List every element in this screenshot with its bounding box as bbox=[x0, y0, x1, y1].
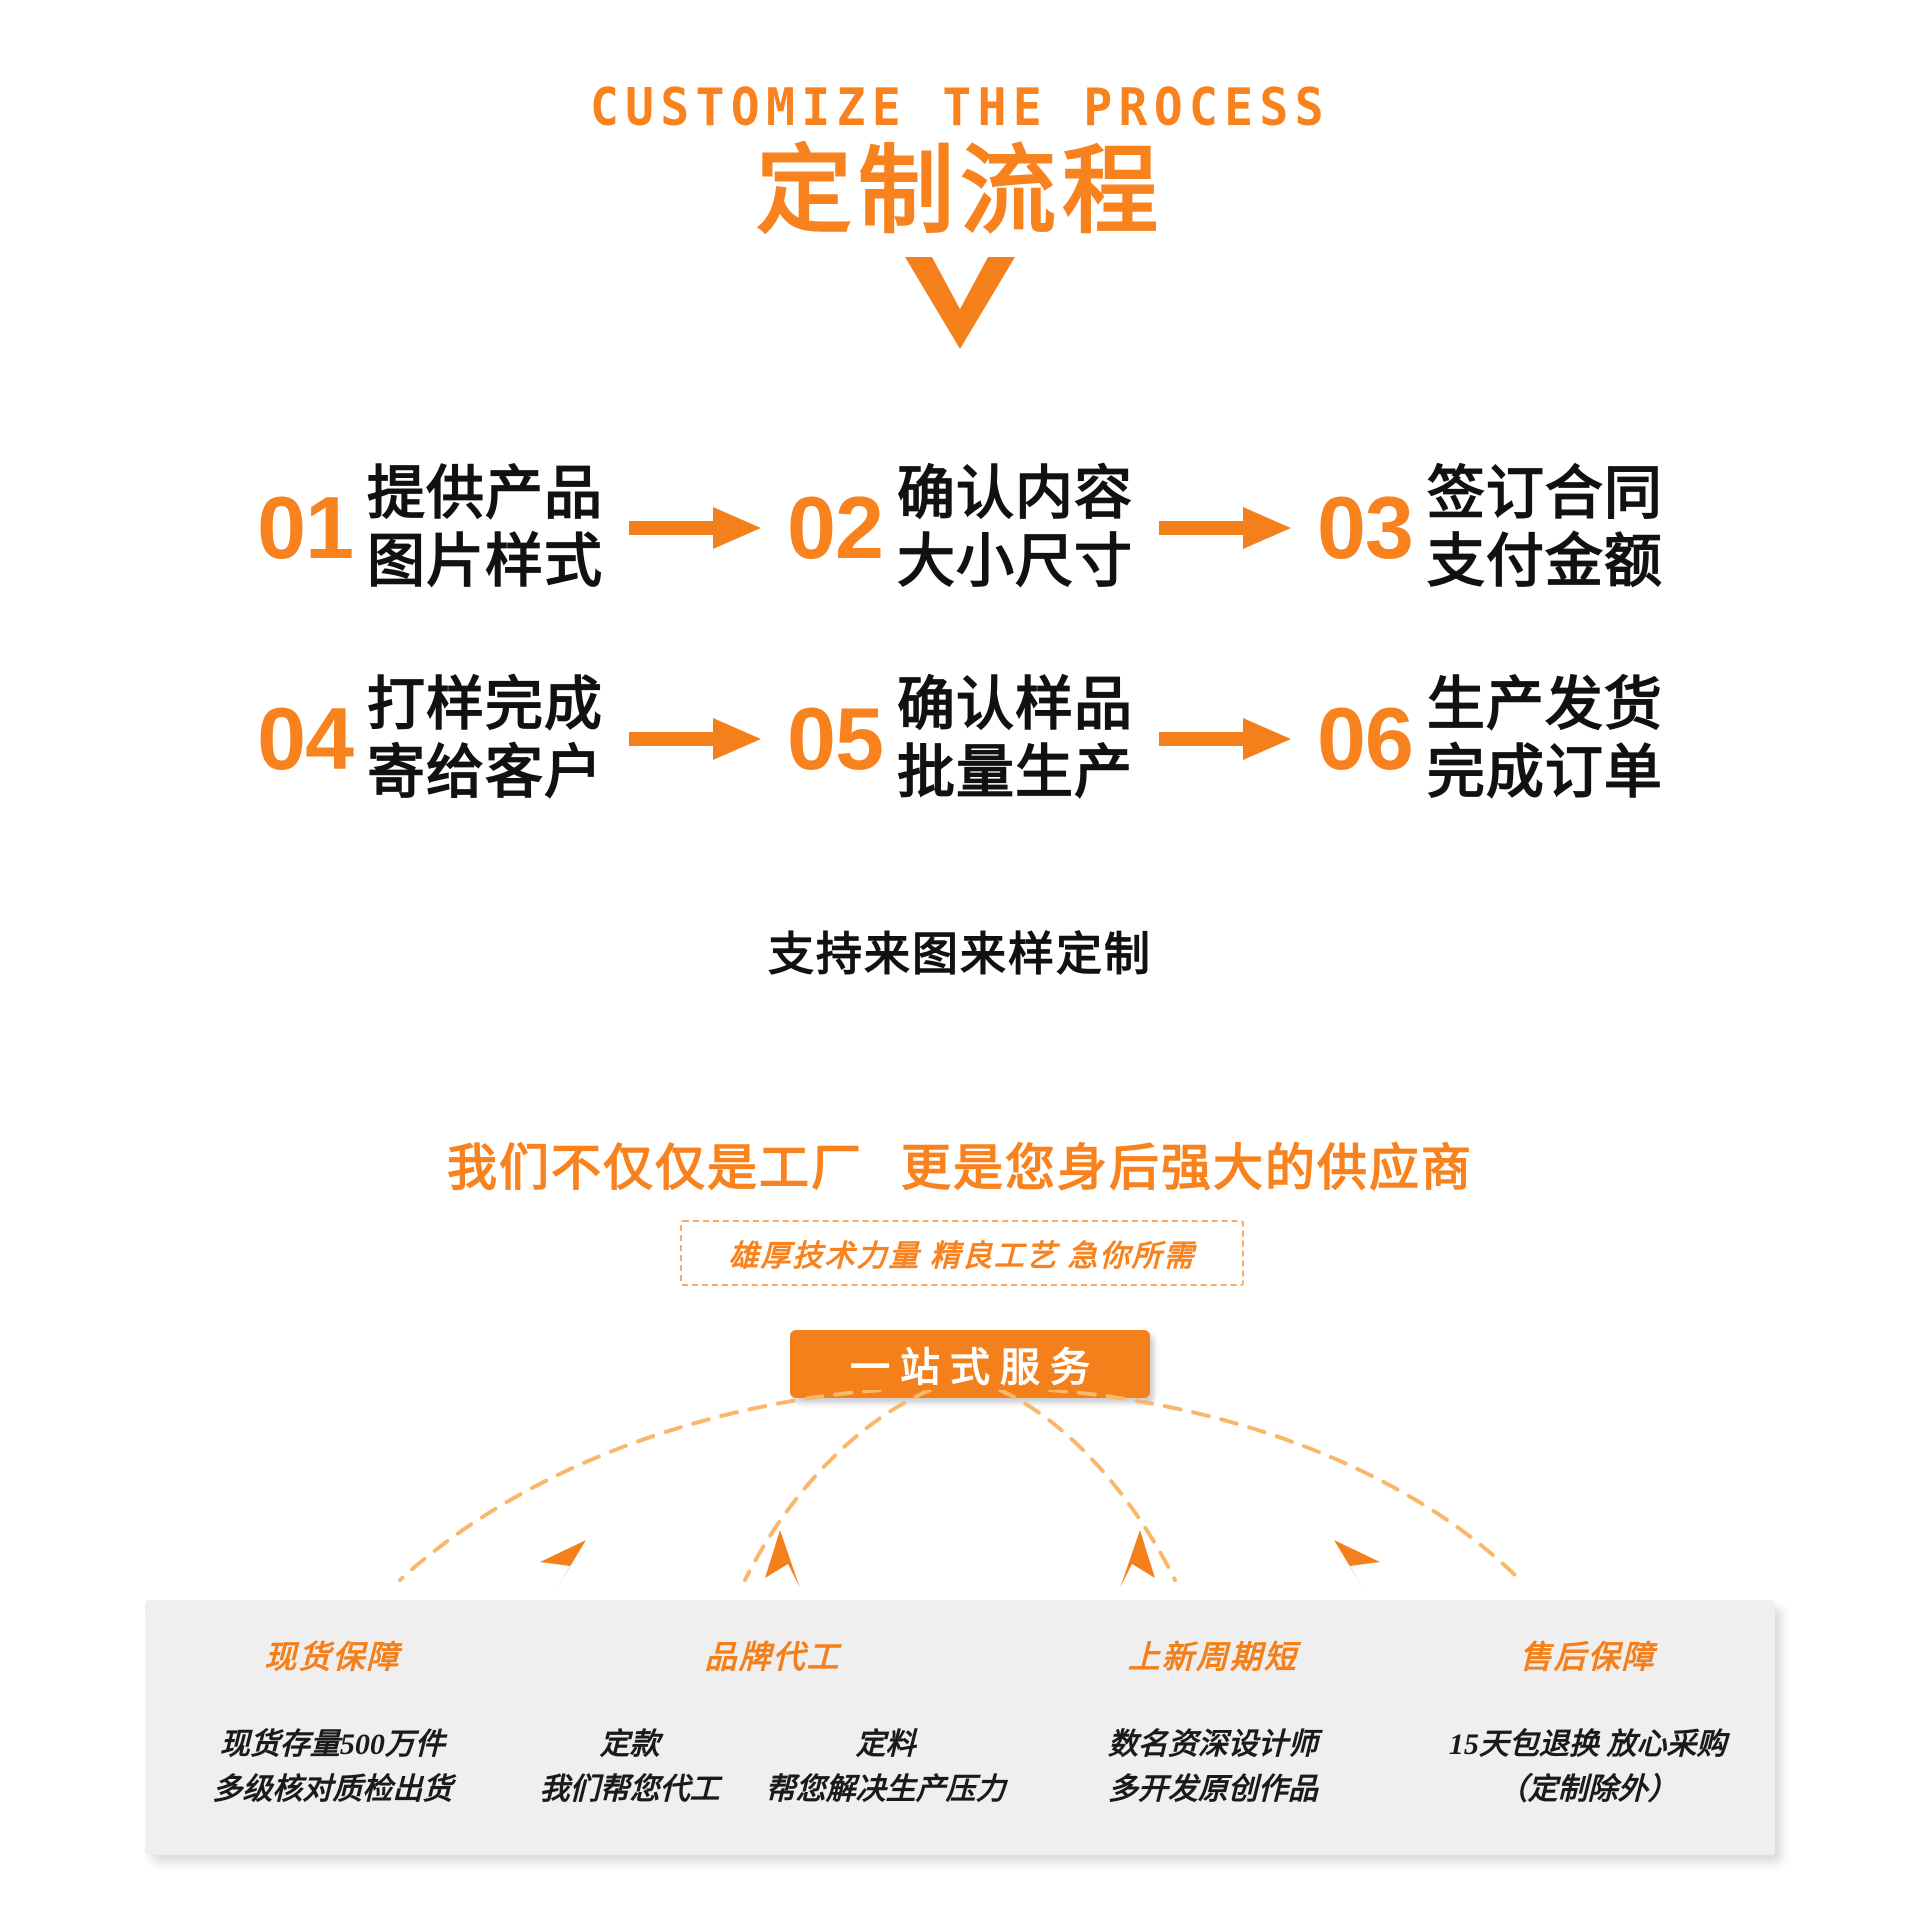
one-stop-service-label: 一站式服务 bbox=[850, 1345, 1100, 1390]
step-number: 05 bbox=[787, 689, 884, 789]
process-row-1: 01 提供产品 图片样式 02 确认内容 大小尺寸 03 签订合同 支付金 bbox=[0, 460, 1920, 597]
step-label-line2: 寄给客户 bbox=[367, 740, 604, 806]
one-stop-service-badge[interactable]: 一站式服务 bbox=[790, 1330, 1150, 1398]
feature-title: 品牌代工 bbox=[704, 1639, 841, 1675]
process-steps: 01 提供产品 图片样式 02 确认内容 大小尺寸 03 签订合同 支付金 bbox=[0, 460, 1920, 882]
promo-dashed-box-text: 雄厚技术力量 精良工艺 急你所需 bbox=[728, 1240, 1196, 1273]
arrow-right-icon bbox=[1158, 507, 1291, 550]
process-row-2: 04 打样完成 寄给客户 05 确认样品 批量生产 06 生产发货 完成订 bbox=[0, 671, 1920, 808]
feature-body: 现货存量500万件 多级核对质检出货 bbox=[212, 1722, 452, 1812]
promo-slogan-left: 我们不仅仅是工厂 bbox=[447, 1140, 863, 1196]
feature-line: 多级核对质检出货 bbox=[212, 1773, 453, 1806]
chevron-down-icon bbox=[905, 256, 1015, 349]
feature-column-3: 上新周期短 数名资深设计师 多开发原创作品 bbox=[1026, 1600, 1401, 1855]
arrow-right-icon bbox=[629, 718, 762, 761]
feature-line: （定制除外） bbox=[1497, 1773, 1678, 1806]
curve-arrow-icon bbox=[1120, 1530, 1155, 1588]
step-label-line1: 确认样品 bbox=[896, 671, 1133, 737]
step-label-line1: 打样完成 bbox=[367, 671, 604, 737]
step-label-line2: 图片样式 bbox=[367, 529, 604, 595]
step-label: 确认内容 大小尺寸 bbox=[897, 460, 1133, 597]
feature-subcolumn: 定款 我们帮您代工 bbox=[540, 1722, 720, 1812]
step-label-line1: 确认内容 bbox=[896, 461, 1133, 526]
process-step-06: 06 生产发货 完成订单 bbox=[1317, 671, 1663, 808]
feature-title: 上新周期短 bbox=[1127, 1639, 1298, 1675]
step-label: 生产发货 完成订单 bbox=[1427, 671, 1663, 808]
feature-line: 数名资深设计师 bbox=[1107, 1728, 1318, 1761]
features-card: 现货保障 现货存量500万件 多级核对质检出货 品牌代工 定款 我们帮您代工 定… bbox=[145, 1600, 1775, 1855]
step-label: 签订合同 支付金额 bbox=[1427, 460, 1663, 597]
curve-arrow-icon bbox=[540, 1540, 586, 1590]
feature-subcolumn: 定料 帮您解决生产压力 bbox=[766, 1722, 1006, 1812]
process-note: 支持来图来样定制 bbox=[768, 928, 1152, 980]
connector-arrowheads bbox=[540, 1530, 1380, 1590]
feature-column-1: 现货保障 现货存量500万件 多级核对质检出货 bbox=[145, 1600, 520, 1855]
page-header: CUSTOMIZE THE PROCESS 定制流程 bbox=[0, 0, 1920, 354]
feature-line: 我们帮您代工 bbox=[539, 1773, 720, 1806]
step-label-line1: 签订合同 bbox=[1426, 461, 1663, 526]
step-label: 提供产品 图片样式 bbox=[367, 460, 603, 597]
step-label: 打样完成 寄给客户 bbox=[367, 671, 603, 808]
curve-arrow-icon bbox=[1334, 1540, 1380, 1590]
step-label-line1: 提供产品 bbox=[367, 461, 604, 526]
page-title: 定制流程 bbox=[756, 138, 1164, 245]
promo-slogan-right: 更是您身后强大的供应商 bbox=[901, 1140, 1473, 1196]
process-step-01: 01 提供产品 图片样式 bbox=[257, 460, 603, 597]
process-step-02: 02 确认内容 大小尺寸 bbox=[787, 460, 1133, 597]
feature-body: 15天包退换 放心采购 （定制除外） bbox=[1449, 1722, 1727, 1812]
step-number: 04 bbox=[257, 689, 354, 789]
feature-line: 现货存量500万件 bbox=[219, 1728, 445, 1761]
step-number: 01 bbox=[257, 478, 354, 578]
step-label: 确认样品 批量生产 bbox=[897, 671, 1133, 808]
feature-line: 15天包退换 放心采购 bbox=[1448, 1728, 1727, 1761]
promo-dashed-box: 雄厚技术力量 精良工艺 急你所需 bbox=[680, 1220, 1244, 1286]
feature-column-4: 售后保障 15天包退换 放心采购 （定制除外） bbox=[1400, 1600, 1775, 1855]
feature-body: 数名资深设计师 多开发原创作品 bbox=[1108, 1722, 1318, 1812]
process-step-05: 05 确认样品 批量生产 bbox=[787, 671, 1133, 808]
step-label-line1: 生产发货 bbox=[1426, 671, 1663, 737]
process-step-03: 03 签订合同 支付金额 bbox=[1317, 460, 1663, 597]
feature-column-2: 品牌代工 定款 我们帮您代工 定料 帮您解决生产压力 bbox=[520, 1600, 1026, 1855]
promo-slogan: 我们不仅仅是工厂更是您身后强大的供应商 bbox=[0, 1128, 1920, 1200]
arrow-right-icon bbox=[1158, 718, 1291, 761]
step-label-line2: 完成订单 bbox=[1426, 740, 1663, 806]
feature-line: 多开发原创作品 bbox=[1107, 1773, 1318, 1806]
feature-line: 定款 bbox=[599, 1728, 660, 1761]
feature-title: 现货保障 bbox=[264, 1639, 401, 1675]
connector-lines bbox=[398, 1390, 1522, 1590]
english-title: CUSTOMIZE THE PROCESS bbox=[589, 78, 1331, 138]
feature-line: 帮您解决生产压力 bbox=[765, 1773, 1006, 1806]
process-step-04: 04 打样完成 寄给客户 bbox=[257, 671, 603, 808]
step-label-line2: 批量生产 bbox=[896, 740, 1133, 806]
step-number: 06 bbox=[1316, 689, 1414, 789]
step-number: 03 bbox=[1316, 478, 1414, 578]
step-number: 02 bbox=[787, 478, 884, 578]
feature-line: 定料 bbox=[855, 1728, 916, 1761]
arrow-right-icon bbox=[629, 507, 762, 550]
step-label-line2: 支付金额 bbox=[1426, 529, 1663, 595]
feature-title: 售后保障 bbox=[1519, 1639, 1656, 1675]
feature-body: 定款 我们帮您代工 定料 帮您解决生产压力 bbox=[540, 1722, 1006, 1812]
step-label-line2: 大小尺寸 bbox=[896, 529, 1133, 595]
curve-arrow-icon bbox=[765, 1530, 800, 1588]
